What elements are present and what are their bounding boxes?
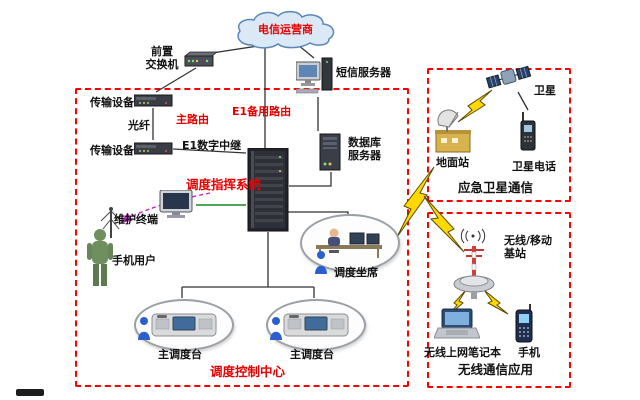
watermark-mark: [16, 389, 44, 396]
satellite: [486, 60, 532, 94]
transmission-icon: [134, 142, 173, 155]
dispatch-console-icon: [151, 313, 217, 337]
seat-person: [314, 250, 328, 276]
satellite-phone-icon: [520, 112, 536, 151]
dispatch-seat-label: 调度坐席: [334, 266, 378, 279]
mobile-phone-icon: [515, 304, 533, 343]
lightning-bolt-icon: [457, 89, 493, 123]
main-console-2-label: 主调度台: [290, 348, 334, 361]
wireless-section-box: [427, 212, 571, 388]
front-switch: [184, 50, 218, 68]
base-station-icon: [453, 246, 495, 299]
mobile-phone-label: 手机: [518, 346, 540, 359]
sms-server-label: 短信服务器: [336, 66, 391, 79]
satellite-phone: [518, 112, 540, 154]
database-server-label: 数据库 服务器: [348, 136, 381, 163]
operator-desk-icon: [316, 228, 382, 258]
e1-backup-route-label: E1备用路由: [232, 105, 292, 118]
dispatch-seat-ellipse: [300, 214, 400, 272]
mobile-user-figure: [84, 228, 116, 288]
transmission-2-label: 传输设备: [90, 144, 134, 157]
laptop-icon: [434, 308, 480, 339]
person-icon: [87, 229, 113, 286]
cloud-icon: [237, 10, 335, 49]
transmission-1-label: 传输设备: [90, 96, 134, 109]
main-route-label: 主路由: [176, 113, 209, 126]
e1-trunk-label: E1数字中继: [182, 139, 242, 152]
database-server: [318, 132, 344, 172]
wireless-laptop: [434, 308, 480, 342]
ground-station: [432, 108, 474, 154]
wireless-laptop-label: 无线上网笔记本: [424, 346, 501, 359]
dispatch-center-label: 调度控制中心: [210, 364, 286, 379]
maintenance-terminal: [158, 190, 196, 220]
main-console-1-label: 主调度台: [158, 348, 202, 361]
console-ellipse-2: [266, 299, 366, 351]
lightning-bolt-icon: [423, 195, 465, 253]
ground-station-label: 地面站: [436, 156, 469, 169]
ground-station-icon: [435, 109, 471, 153]
satellite-icon: [486, 65, 532, 89]
dispatch-center-box: [75, 88, 409, 387]
sms-server: [296, 56, 334, 96]
front-switch-label: 前置 交换机: [145, 45, 179, 72]
blue-person-icon: [270, 317, 282, 340]
maintenance-terminal-label: 维护终端: [114, 213, 158, 226]
computer-icon: [296, 57, 333, 94]
transmission-device-2: [134, 141, 174, 155]
fiber-label: 光纤: [128, 119, 150, 132]
monitor-icon: [159, 190, 193, 218]
satellite-label: 卫星: [534, 84, 556, 97]
blue-person-icon: [315, 251, 327, 274]
server-rack-icon: [247, 148, 289, 232]
transmission-icon: [134, 94, 173, 107]
radio-waves: [458, 228, 488, 244]
switch-icon: [184, 51, 218, 67]
radio-waves-icon: [460, 228, 486, 244]
mobile-phone: [512, 304, 536, 344]
antenna-tower-icon: [100, 207, 122, 238]
blue-person-icon: [138, 317, 150, 340]
satellite-phone-label: 卫星电话: [512, 160, 556, 173]
base-station: [452, 244, 496, 302]
satellite-section-box: [427, 68, 571, 202]
telecom-operator-label: 电信运营商: [258, 23, 313, 36]
satellite-section-label: 应急卫星通信: [458, 180, 534, 195]
wireless-section-label: 无线通信应用: [458, 362, 534, 377]
telecom-cloud: 电信运营商: [228, 10, 343, 50]
lightning-bolt-icon: [483, 289, 509, 315]
dispatch-console-icon: [283, 313, 349, 337]
dispatch-system-label: 调度指挥系统: [186, 177, 262, 192]
console-2-person: [269, 316, 283, 342]
transmission-device-1: [134, 93, 174, 107]
console-ellipse-1: [134, 299, 234, 351]
base-station-label: 无线/移动 基站: [504, 234, 553, 261]
console-1-person: [137, 316, 151, 342]
mobile-antenna: [96, 206, 126, 240]
dispatch-system-rack: [246, 148, 290, 232]
mobile-user-label: 手机用户: [112, 254, 156, 267]
tower-server-icon: [319, 133, 341, 171]
